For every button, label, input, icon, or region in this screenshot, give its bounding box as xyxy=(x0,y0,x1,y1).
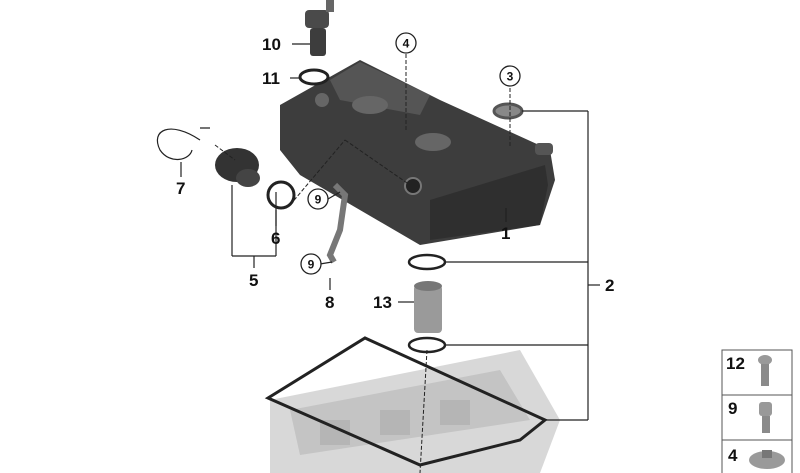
label-11: 11 xyxy=(262,69,280,88)
circled-label-4: 4 xyxy=(395,32,417,54)
o-ring-11 xyxy=(298,68,330,86)
circled-label-9-upper: 9 xyxy=(307,188,329,210)
hardware-legend: 12 9 4 xyxy=(721,349,793,473)
svg-text:3: 3 xyxy=(507,70,514,84)
svg-text:9: 9 xyxy=(308,258,315,272)
camshaft-sensor xyxy=(305,0,334,56)
o-ring-lower xyxy=(407,336,447,354)
legend-label-9: 9 xyxy=(728,399,737,418)
label-5: 5 xyxy=(249,271,258,290)
bracket-8 xyxy=(326,182,349,264)
valve-13 xyxy=(414,281,442,333)
label-10: 10 xyxy=(262,35,281,54)
o-ring-6 xyxy=(266,180,296,210)
bolt-12-icon xyxy=(758,355,772,386)
legend-label-12: 12 xyxy=(726,354,745,373)
label-6: 6 xyxy=(271,229,280,248)
svg-text:9: 9 xyxy=(315,193,322,207)
label-1: 1 xyxy=(501,224,510,243)
circled-label-3: 3 xyxy=(499,65,521,87)
o-ring-upper xyxy=(407,253,447,271)
bolt-9-icon xyxy=(759,402,772,433)
legend-label-4: 4 xyxy=(728,446,738,465)
label-7: 7 xyxy=(176,179,185,198)
circled-label-9-lower: 9 xyxy=(300,253,322,275)
oil-filler-cap xyxy=(215,148,260,187)
label-13: 13 xyxy=(373,293,392,312)
label-8: 8 xyxy=(325,293,334,312)
retaining-strap-7 xyxy=(156,127,210,160)
washer-nut-4-icon xyxy=(749,450,785,469)
seal-washer-3 xyxy=(492,102,524,120)
leader-lines xyxy=(180,43,600,473)
label-2: 2 xyxy=(605,276,614,295)
valve-cover-gasket xyxy=(264,336,548,467)
svg-text:4: 4 xyxy=(403,37,410,51)
valve-cover xyxy=(280,60,555,245)
